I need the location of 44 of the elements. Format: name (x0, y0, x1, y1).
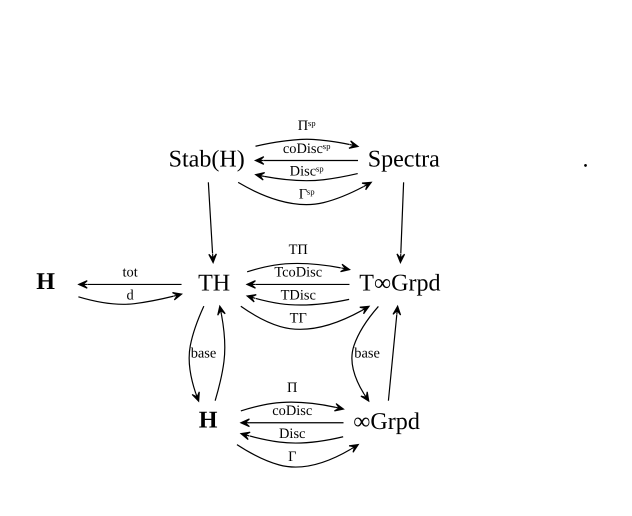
edge-label: TΓ (290, 310, 307, 326)
arrow (238, 181, 372, 205)
arrow (240, 418, 344, 427)
node-text: ∞Grpd (353, 408, 420, 434)
label: . (582, 146, 588, 172)
arrow (246, 280, 350, 288)
edge-label: d (126, 287, 134, 304)
edge-label: TcoDisc (274, 264, 322, 280)
arrow (236, 443, 359, 468)
edge-label: Discˢᵖ (290, 163, 324, 180)
edge-label: Π (287, 380, 298, 396)
arrow (246, 294, 350, 306)
node-text: Spectra (368, 146, 440, 172)
edge-label: Γ (288, 448, 296, 464)
arrow (240, 431, 344, 444)
arrow (188, 305, 204, 402)
arrow (255, 138, 359, 148)
arrow (246, 262, 350, 272)
arrow (255, 172, 358, 181)
arrow (254, 156, 358, 164)
node-text: Stab(H) (168, 146, 245, 172)
node-text: H (36, 268, 55, 295)
node-text: H (198, 407, 218, 434)
node-text: TH (198, 270, 230, 296)
arrow (208, 182, 217, 263)
arrow (396, 182, 406, 263)
arrow (78, 291, 182, 304)
edge-label: TDisc (280, 287, 316, 304)
edge-label: Disc (279, 425, 306, 442)
edge-label: Γˢᵖ (298, 186, 315, 202)
arrow (78, 280, 182, 288)
edge-label: coDiscˢᵖ (282, 140, 330, 156)
edge-label: coDisc (272, 402, 312, 419)
edge-label: Πˢᵖ (298, 117, 316, 134)
edge-label: TΠ (288, 241, 308, 258)
edge-label: base (190, 344, 216, 361)
edge-label: base (354, 344, 380, 361)
arrow (240, 305, 370, 330)
node-text: T∞Grpd (359, 270, 441, 296)
edge-label: tot (122, 264, 138, 280)
arrow (240, 401, 344, 412)
arrow (388, 305, 402, 400)
arrow (214, 305, 226, 400)
arrow (351, 306, 379, 402)
